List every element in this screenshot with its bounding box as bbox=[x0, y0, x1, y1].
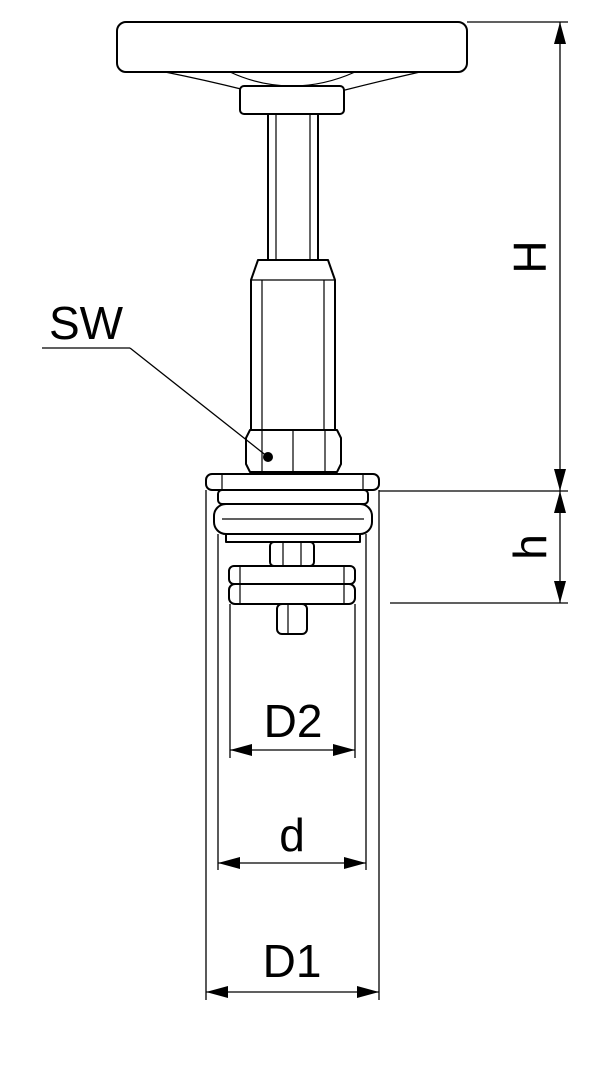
dimension-h-insert: h bbox=[504, 491, 566, 603]
label-d2: D2 bbox=[264, 695, 323, 747]
dimension-d1: D1 bbox=[206, 935, 379, 998]
lower-stem bbox=[269, 541, 315, 567]
dimension-h-overall: H bbox=[504, 22, 566, 491]
leader-dot bbox=[263, 452, 273, 462]
label-d1: D1 bbox=[263, 935, 322, 987]
flange bbox=[205, 473, 380, 491]
dimension-d2: D2 bbox=[230, 695, 355, 756]
dimension-d: d bbox=[218, 809, 366, 869]
pin bbox=[276, 603, 308, 635]
spindle bbox=[267, 113, 319, 261]
valve-disc bbox=[228, 565, 356, 605]
label-h-overall: H bbox=[504, 240, 556, 273]
extension-lines bbox=[205, 21, 568, 1000]
label-sw: SW bbox=[49, 297, 124, 349]
thread-section bbox=[213, 489, 373, 543]
label-d: d bbox=[279, 809, 305, 861]
label-h-insert: h bbox=[504, 534, 556, 560]
handwheel bbox=[116, 21, 468, 115]
sw-leader: SW bbox=[42, 297, 273, 462]
upper-body bbox=[250, 259, 336, 431]
